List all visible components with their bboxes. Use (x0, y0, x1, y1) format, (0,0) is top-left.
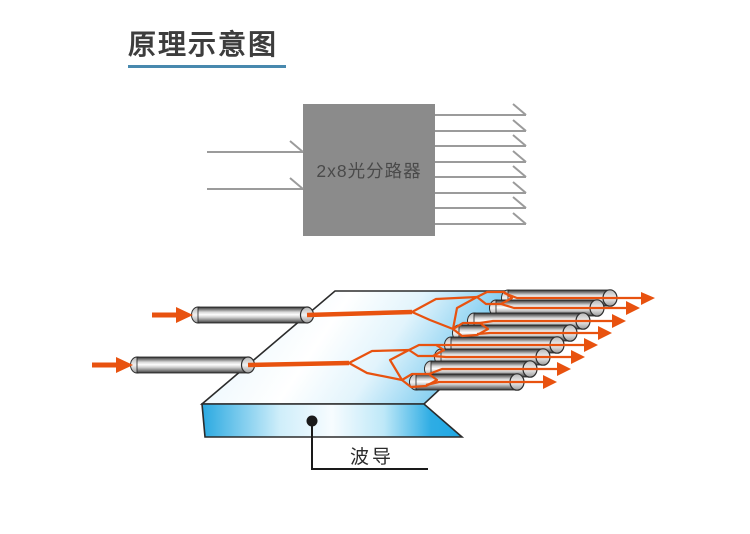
page-title-group: 原理示意图 (128, 28, 286, 68)
waveguide-diagram: 波导 (92, 289, 655, 470)
output-arrowhead (612, 314, 626, 328)
fiber-body (136, 356, 249, 374)
chip-front-face (201, 403, 465, 438)
waveguide-label: 波导 (350, 446, 394, 468)
block-output-arrow (435, 212, 527, 225)
output-trace (428, 367, 557, 376)
input-fiber (191, 306, 315, 324)
block-output-arrows (435, 103, 527, 225)
block-output-arrow (435, 196, 527, 209)
output-trace (503, 291, 641, 300)
splitter-stage2 (407, 343, 446, 358)
output-trace (425, 380, 543, 387)
output-arrowhead (584, 338, 598, 352)
waveguide-callout: 波导 (306, 415, 428, 470)
title-underline (128, 65, 286, 68)
output-arrowhead (571, 350, 585, 364)
waveguide-trunk (247, 360, 350, 368)
output-arrowhead (598, 326, 612, 340)
input-arrowhead (116, 357, 133, 373)
waveguide-trunk (306, 309, 413, 318)
splitter-stage1 (347, 348, 411, 382)
fiber-body (197, 306, 308, 324)
output-trace (476, 331, 598, 336)
splitter-stage2 (400, 372, 439, 389)
callout-dot (306, 415, 318, 427)
block-output-arrow (435, 119, 527, 132)
splitter-box-label: 2x8光分路器 (316, 161, 421, 181)
splitter-box (303, 104, 435, 236)
waveguide-traces (92, 290, 641, 389)
output-trace (432, 354, 571, 359)
block-output-arrow (435, 134, 527, 147)
block-output-arrow (435, 165, 527, 178)
page-title: 原理示意图 (128, 28, 278, 60)
block-diagram: 2x8光分路器 (207, 103, 527, 236)
output-arrowhead (641, 292, 655, 305)
output-arrowhead (557, 362, 571, 376)
block-input-arrow (207, 177, 304, 190)
input-arrowhead (176, 307, 193, 323)
output-trace (500, 302, 626, 310)
splitter-stage1 (410, 295, 479, 331)
block-input-arrows (207, 140, 304, 190)
input-fiber (130, 356, 256, 374)
block-input-arrow (207, 140, 304, 153)
block-output-arrow (435, 181, 527, 194)
output-trace (479, 319, 612, 325)
splitter-stage2 (475, 290, 514, 306)
splitter-stage2 (451, 321, 490, 338)
output-arrowhead (543, 375, 557, 389)
callout-leader-line (311, 421, 428, 470)
block-output-arrow (435, 103, 527, 116)
block-output-arrow (435, 150, 527, 163)
output-arrowhead (626, 301, 640, 315)
trace-arrowheads (116, 292, 655, 389)
